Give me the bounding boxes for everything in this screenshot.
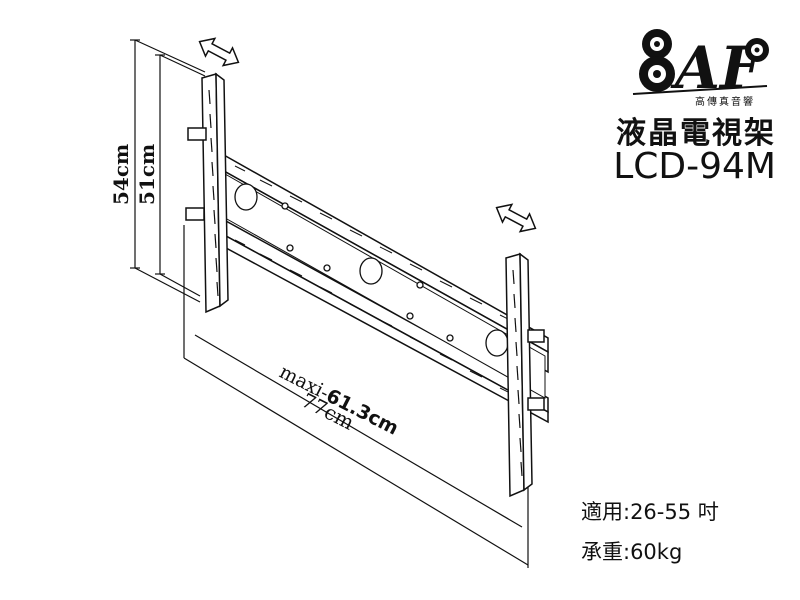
right-arm	[505, 252, 545, 498]
left-arm	[185, 72, 229, 314]
product-model: LCD-94M	[613, 146, 776, 187]
spec-size-label: 適用	[581, 500, 623, 524]
brand-logo: AF	[632, 29, 769, 102]
speaker-icon	[639, 29, 675, 92]
mounting-holes	[234, 183, 509, 357]
height-dimension	[130, 39, 206, 303]
logo-subtitle: 高傳真音響	[695, 97, 755, 108]
bracket-rails	[214, 148, 549, 424]
left-arm-slots	[208, 89, 219, 297]
spec-size: 適用:26-55 吋	[581, 496, 719, 526]
speaker-icon	[745, 38, 769, 62]
double-arrow-icon	[495, 203, 537, 233]
spec-load: 承重:60kg	[581, 536, 682, 566]
outer-height-label: 54cm	[109, 144, 133, 205]
right-arm-slots	[512, 269, 523, 477]
inner-height-label: 51cm	[135, 144, 159, 205]
spec-size-value: :26-55 吋	[623, 500, 719, 524]
rail-slots	[234, 165, 513, 395]
product-name: 液晶電視架	[616, 116, 776, 151]
spec-load-value: :60kg	[623, 540, 683, 564]
spec-load-label: 承重	[581, 540, 623, 564]
double-arrow-icon	[198, 37, 240, 67]
